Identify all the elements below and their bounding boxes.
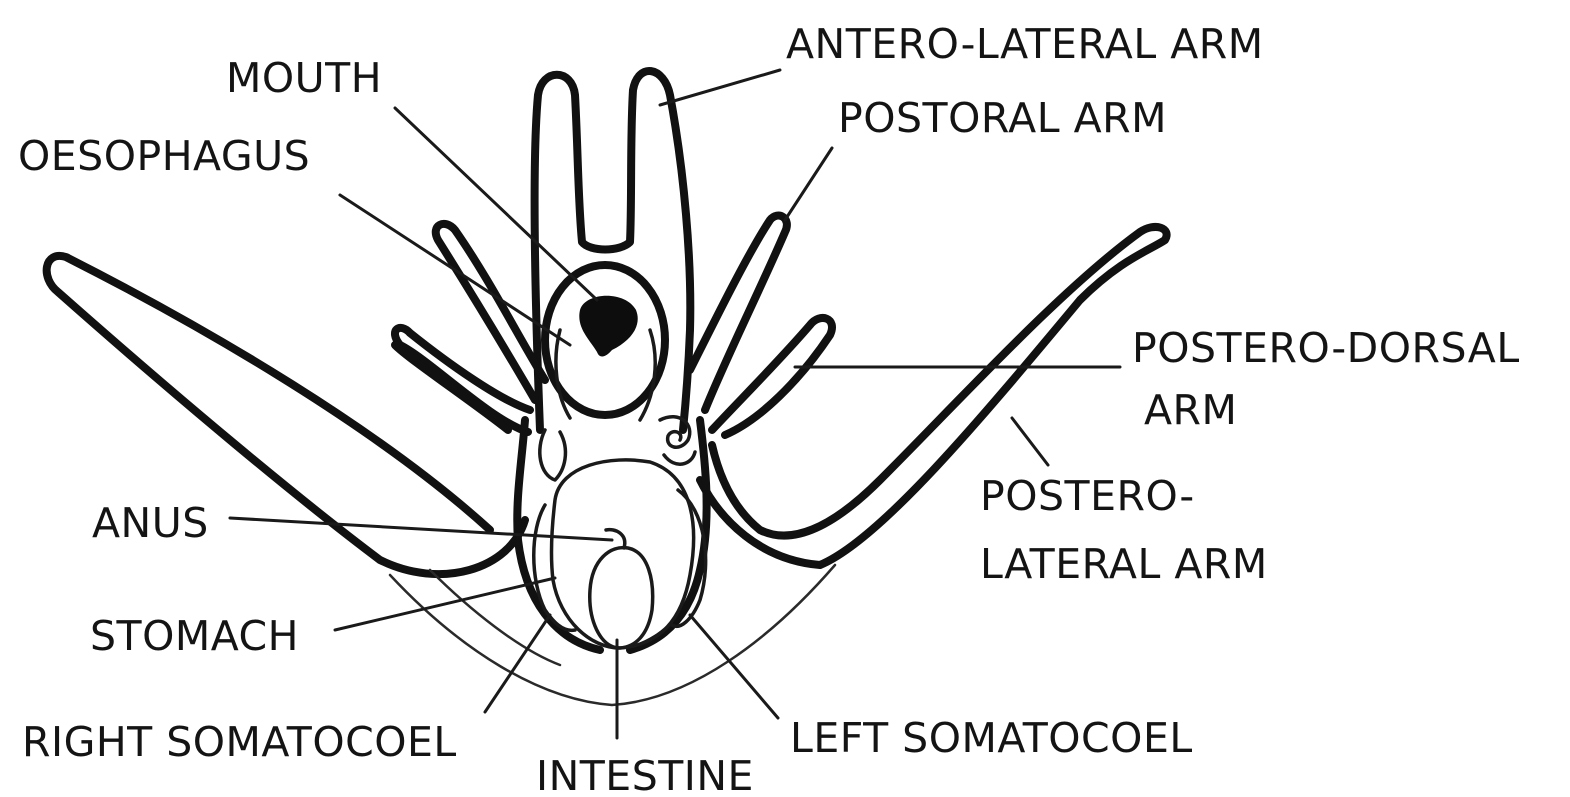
right-postoral-arm (690, 216, 787, 410)
left-postero-dorsal-arm (395, 328, 530, 432)
mouth-shape (579, 296, 637, 357)
leader-postero-lateral-arm (1012, 418, 1048, 465)
left-postoral-arm (436, 224, 545, 400)
label-antero-lateral-arm: ANTERO-LATERAL ARM (786, 20, 1264, 68)
skeletal-rod-curve (390, 565, 835, 705)
intestine-shape (590, 548, 653, 648)
label-postero-dorsal-arm-1: POSTERO-DORSAL (1132, 324, 1520, 372)
label-oesophagus: OESOPHAGUS (18, 132, 310, 180)
label-mouth: MOUTH (226, 54, 382, 102)
label-postero-dorsal-arm-2: ARM (1144, 386, 1237, 434)
leader-antero-lateral-arm (660, 70, 780, 105)
label-right-somatocoel: RIGHT SOMATOCOEL (22, 718, 457, 766)
label-postero-lateral-arm-2: LATERAL ARM (980, 540, 1268, 588)
leader-left-somatocoel (690, 615, 778, 718)
leader-mouth (395, 108, 597, 300)
left-coelom-sac (540, 430, 566, 480)
right-coelom-coil (660, 417, 695, 464)
skeletal-rod-left (430, 570, 560, 665)
leader-postoral-arm (785, 148, 832, 220)
label-left-somatocoel: LEFT SOMATOCOEL (790, 714, 1193, 762)
label-stomach: STOMACH (90, 612, 299, 660)
leader-anus (230, 518, 612, 540)
right-postero-dorsal-arm (712, 318, 832, 435)
oesophagus-inner-2 (640, 330, 655, 420)
label-postoral-arm: POSTORAL ARM (838, 94, 1167, 142)
stomach-shape (552, 460, 694, 648)
label-anus: ANUS (92, 499, 209, 547)
label-postero-lateral-arm-1: POSTERO- (980, 472, 1195, 520)
label-intestine: INTESTINE (536, 752, 754, 797)
